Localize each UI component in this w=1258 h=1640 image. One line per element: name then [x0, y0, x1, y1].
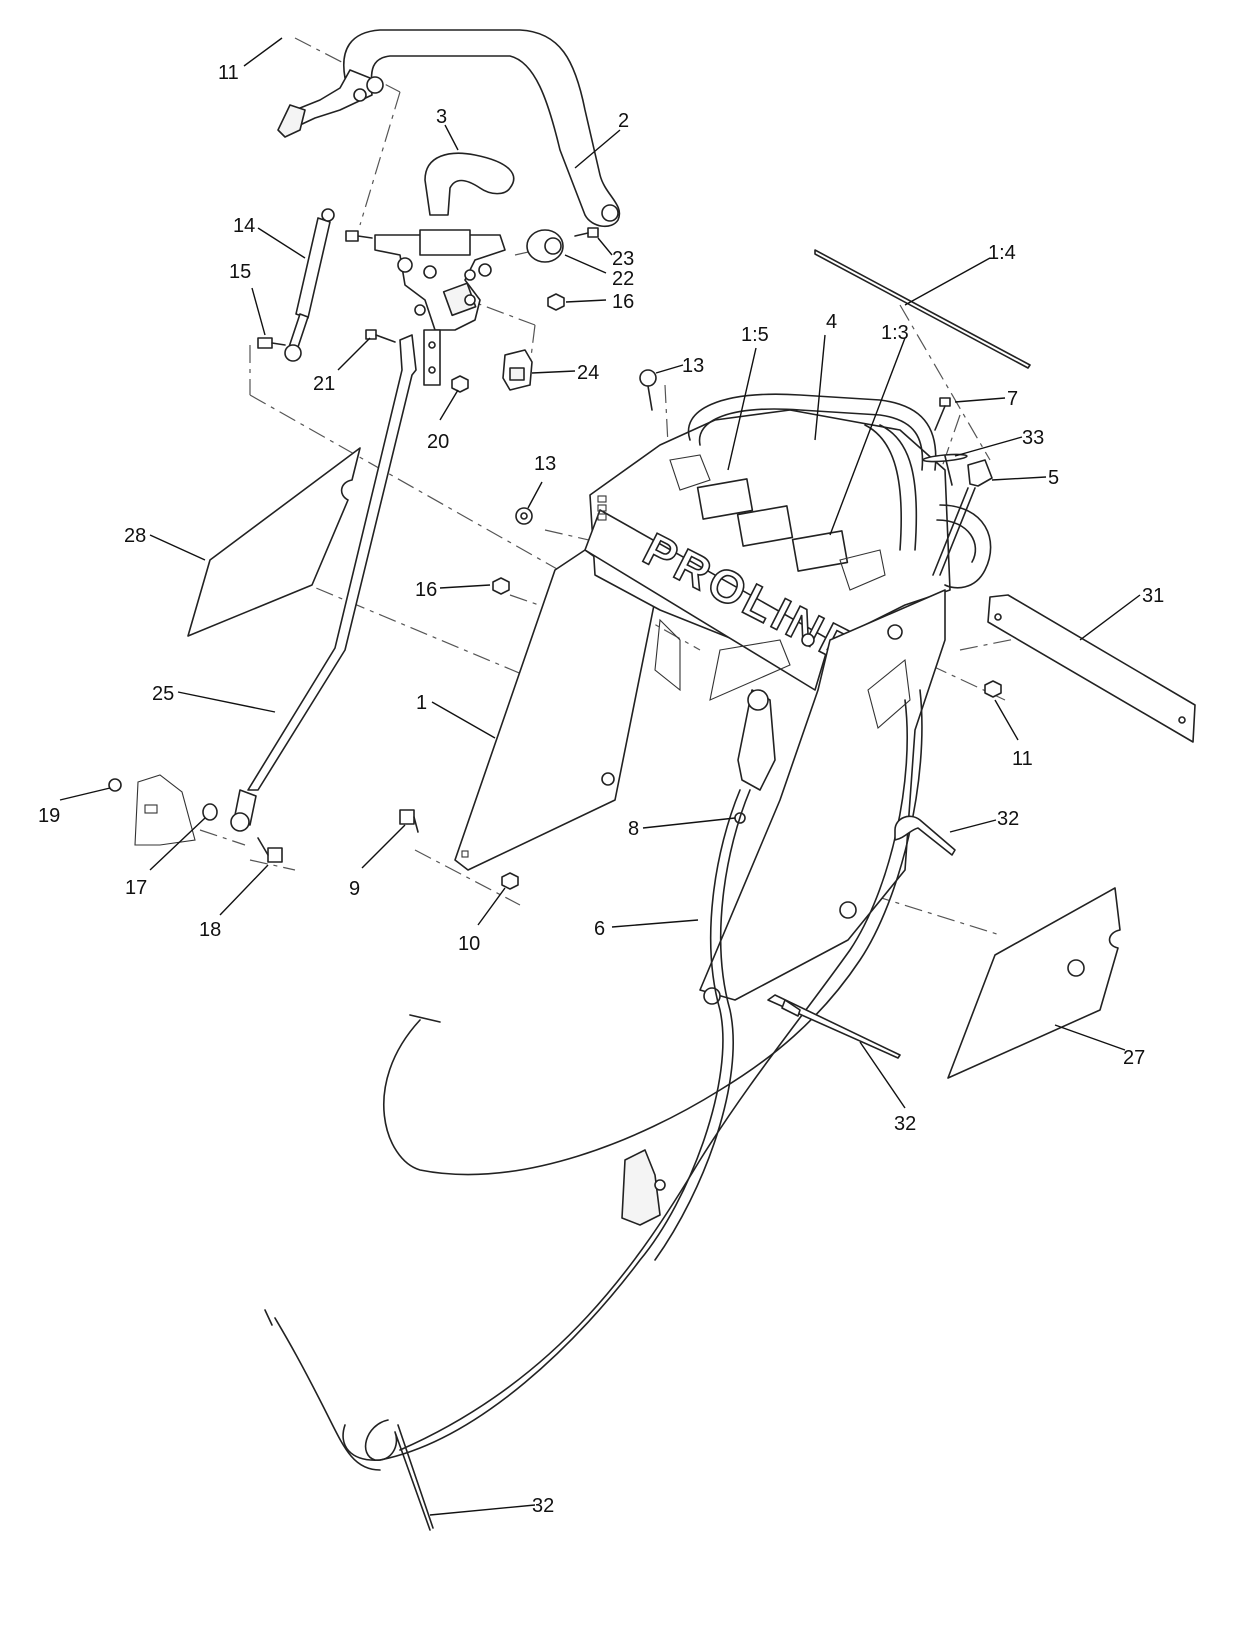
- upper-handle-bar: [277, 29, 621, 228]
- callout-16-mid: 16: [415, 579, 437, 601]
- callout-19: 19: [38, 805, 60, 827]
- fasteners: [399, 369, 1002, 890]
- callout-6: 6: [594, 918, 605, 940]
- gas-spring: [284, 208, 335, 362]
- callout-9: 9: [349, 878, 360, 900]
- callout-5: 5: [1048, 467, 1059, 489]
- callout-16-top: 16: [612, 291, 634, 313]
- control-cables: [264, 689, 923, 1471]
- left-cover-plate: [187, 447, 361, 637]
- callout-1-5: 1:5: [741, 324, 769, 346]
- callout-1-3: 1:3: [881, 322, 909, 344]
- callout-22: 22: [612, 268, 634, 290]
- right-cover-plate: [947, 887, 1121, 1079]
- callout-3: 3: [436, 106, 447, 128]
- callout-14: 14: [233, 215, 255, 237]
- callout-33: 33: [1022, 427, 1044, 449]
- callout-24: 24: [577, 362, 599, 384]
- leader-lines: [59, 37, 1141, 1516]
- throttle-control: [922, 397, 993, 576]
- switch: [502, 349, 533, 391]
- callout-11-right: 11: [1012, 748, 1033, 770]
- throttle-linkage: [737, 689, 776, 791]
- callout-13-mid: 13: [534, 453, 556, 475]
- callout-13-top: 13: [682, 355, 704, 377]
- callout-28: 28: [124, 525, 146, 547]
- bolt-21: [365, 329, 396, 343]
- bolt-23: [574, 227, 599, 238]
- main-frame: PROLINE: [454, 393, 992, 1005]
- callout-27: 27: [1123, 1047, 1145, 1069]
- callout-11-top: 11: [218, 62, 239, 84]
- bolt-15: [257, 337, 286, 349]
- nut-16a: [547, 293, 565, 311]
- callout-23: 23: [612, 248, 634, 270]
- lower-left-bracket: [108, 774, 283, 863]
- callout-18: 18: [199, 919, 221, 941]
- callout-32-mid: 32: [894, 1113, 916, 1135]
- callout-25: 25: [152, 683, 174, 705]
- top-sheet: [814, 249, 1031, 369]
- callout-10: 10: [458, 933, 480, 955]
- callout-32-bottom: 32: [532, 1495, 554, 1517]
- callout-1-4: 1:4: [988, 242, 1016, 264]
- callout-20: 20: [427, 431, 449, 453]
- callout-4: 4: [826, 311, 837, 333]
- callout-7: 7: [1007, 388, 1018, 410]
- callout-21: 21: [313, 373, 335, 395]
- callout-1: 1: [416, 692, 427, 714]
- cable-ties: [364, 815, 956, 1531]
- callout-8: 8: [628, 818, 639, 840]
- control-rod: [230, 329, 441, 832]
- callout-17: 17: [125, 877, 147, 899]
- nut-20: [451, 375, 469, 393]
- bumper: [526, 229, 564, 263]
- callout-32-right: 32: [997, 808, 1019, 830]
- right-strip: [987, 594, 1196, 743]
- bail-loop: [424, 152, 515, 216]
- callout-31: 31: [1142, 585, 1164, 607]
- callout-2: 2: [618, 110, 629, 132]
- callout-labels: 11 2 3 14 15 23 22 16 1:4 4 1:5 13 24 21…: [38, 62, 1164, 1517]
- callout-15: 15: [229, 261, 251, 283]
- control-bracket: [345, 229, 506, 331]
